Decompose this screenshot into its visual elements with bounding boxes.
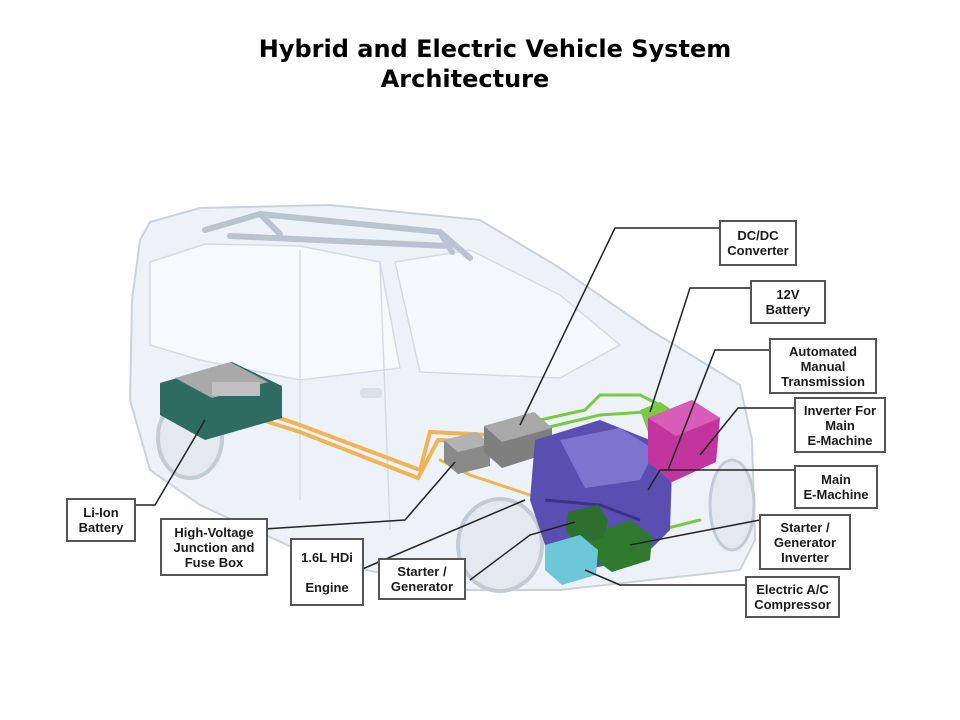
- leader-junction: [247, 461, 456, 531]
- label-12v-battery: 12V Battery: [750, 280, 826, 324]
- leader-ac: [584, 569, 746, 586]
- leader-12v: [649, 287, 751, 413]
- ac-compressor: [545, 535, 598, 585]
- leader-dcdc: [519, 227, 720, 426]
- label-starter-generator-inverter: Starter / Generator Inverter: [759, 514, 851, 570]
- components: [160, 362, 720, 585]
- leader-lines: [130, 227, 795, 586]
- roof-rack: [202, 210, 473, 261]
- label-starter-generator: Starter / Generator: [378, 558, 466, 600]
- door-line: [299, 250, 391, 531]
- title-line-1: Hybrid and Electric Vehicle System: [258, 35, 732, 63]
- leader-liion: [130, 419, 206, 506]
- leader-starter: [469, 521, 576, 581]
- label-li-ion-battery: Li-Ion Battery: [66, 498, 136, 542]
- li-ion-battery-pack: [160, 362, 282, 440]
- engine-model: 1.6L HDi: [301, 549, 353, 565]
- vehicle-body: [128, 203, 757, 593]
- label-dcdc-converter: DC/DC Converter: [719, 220, 797, 266]
- green-cable-1: [538, 393, 662, 422]
- engine-text: Engine: [305, 579, 349, 595]
- page-title: Hybrid and Electric Vehicle System Archi…: [0, 34, 960, 94]
- leader-sg-inverter: [629, 519, 761, 546]
- van-windows: [149, 243, 401, 381]
- leader-main-emachine: [647, 469, 795, 491]
- starter-unit: [566, 505, 608, 544]
- junction-box: [444, 432, 490, 474]
- leader-inverter: [699, 407, 795, 456]
- inverter-unit: [648, 400, 720, 482]
- label-inverter-main-emachine: Inverter For Main E-Machine: [794, 397, 886, 453]
- label-engine: 1.6L HDi Engine: [290, 538, 364, 606]
- green-cable-2: [543, 410, 647, 430]
- label-hv-junction-fuse-box: High-Voltage Junction and Fuse Box: [160, 518, 268, 576]
- leader-amt: [667, 349, 770, 471]
- label-automated-manual-transmission: Automated Manual Transmission: [769, 338, 877, 394]
- label-main-emachine: Main E-Machine: [794, 465, 878, 509]
- door-handle: [360, 388, 382, 398]
- front-wheel-right: [708, 458, 756, 552]
- label-electric-ac-compressor: Electric A/C Compressor: [745, 576, 840, 618]
- front-wheel: [456, 497, 544, 593]
- windshield: [394, 249, 622, 379]
- sg-inverter-unit: [590, 520, 652, 572]
- title-line-2: Architecture: [380, 65, 550, 93]
